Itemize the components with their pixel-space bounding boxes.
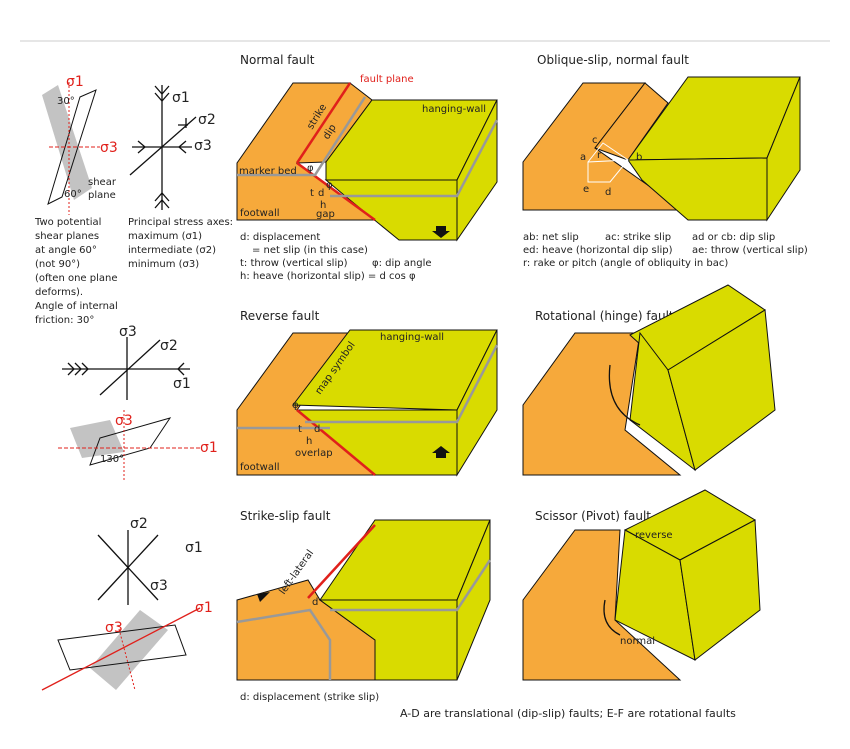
label: Scissor (Pivot) fault (535, 509, 651, 523)
strike-slip-fault-diagram: Strike-slip fault left-lateral d d: disp… (236, 509, 492, 703)
label: shear (88, 177, 117, 188)
label: φ: dip angle (372, 258, 432, 269)
axes-caption: Principal stress axes: maximum (σ1) inte… (128, 217, 233, 270)
label: d (605, 187, 611, 198)
label: a (580, 152, 586, 163)
normal-fault-legend: d: displacement = net slip (in this case… (240, 232, 432, 282)
label: σ3 (194, 138, 212, 154)
label: σ1 (200, 440, 218, 456)
scissor-fault-diagram: Scissor (Pivot) fault reverse normal (522, 489, 761, 681)
oblique-fault-diagram: Oblique-slip, normal fault c a b d e r a… (522, 53, 808, 269)
label: σ3 (119, 324, 137, 340)
label: φ (326, 180, 333, 191)
label: fault plane (360, 74, 414, 85)
direction-arrow-icon (257, 592, 270, 602)
label: φ (292, 400, 299, 411)
shear-plane-diagram: σ1 σ3 30° 60° shear plane Two potential … (34, 74, 118, 326)
label: c (592, 135, 598, 146)
label: marker bed (239, 166, 297, 177)
label: 130° (100, 454, 124, 465)
up-arrow-icon (432, 446, 450, 458)
label: (often one plane (35, 273, 118, 284)
label: Principal stress axes: (128, 217, 233, 228)
label: ae: throw (vertical slip) (692, 245, 808, 256)
label: d (312, 597, 318, 608)
label: gap (316, 209, 335, 220)
reverse-stress-diagram: σ3 σ2 σ1 σ3 σ1 130° (58, 324, 218, 480)
strike-slip-stress-diagram: σ2 σ1 σ3 σ1 σ3 (41, 516, 213, 691)
label: (not 90°) (35, 259, 80, 270)
label: = net slip (in this case) (252, 245, 368, 256)
label: Rotational (hinge) fault (535, 309, 674, 323)
label: σ3 (105, 620, 123, 636)
sigma1-label: σ1 (66, 74, 84, 90)
label: at angle 60° (35, 245, 97, 256)
label: normal (620, 636, 655, 647)
label: σ2 (160, 338, 178, 354)
label: t (298, 424, 302, 435)
label: d (318, 188, 324, 199)
label: ed: heave (horizontal dip slip) (523, 245, 673, 256)
label: σ2 (130, 516, 148, 532)
label: Oblique-slip, normal fault (537, 53, 689, 67)
rotational-fault-diagram: Rotational (hinge) fault (522, 284, 776, 476)
label: σ3 (150, 578, 168, 594)
label: σ1 (185, 540, 203, 556)
angle-30: 30° (57, 96, 75, 107)
principal-axes-diagram: σ1 σ2 σ3 Principal stress axes: maximum … (128, 85, 233, 270)
down-arrow-icon (432, 226, 450, 238)
angle-60: 60° (64, 189, 82, 200)
label: e (583, 184, 589, 195)
normal-fault-diagram: Normal fault fault plane hanging-wall st… (236, 53, 499, 282)
label: deforms). (35, 287, 83, 298)
label: σ1 (195, 600, 213, 616)
label: r (597, 150, 602, 161)
label: footwall (240, 462, 280, 473)
label: hanging-wall (422, 104, 486, 115)
label: t (310, 188, 314, 199)
label: φ (307, 163, 314, 174)
label: h (320, 200, 326, 211)
label: Reverse fault (240, 309, 320, 323)
label: maximum (σ1) (128, 231, 202, 242)
label: h (306, 436, 312, 447)
label: ac: strike slip (605, 232, 671, 243)
label: ad or cb: dip slip (692, 232, 775, 243)
label: σ1 (173, 376, 191, 392)
label: footwall (240, 208, 280, 219)
label: plane (88, 190, 116, 201)
footer-note: A-D are translational (dip-slip) faults;… (400, 707, 736, 720)
label: σ3 (115, 413, 133, 429)
reverse-fault-diagram: Reverse fault hanging-wall map symbol φ … (236, 309, 499, 477)
label: b (636, 152, 642, 163)
label: d: displacement (strike slip) (240, 692, 379, 703)
label: friction: 30° (35, 315, 94, 326)
label: Two potential (34, 217, 101, 228)
label: r: rake or pitch (angle of obliquity in … (523, 258, 728, 269)
label: shear planes (35, 231, 99, 242)
label: Angle of internal (35, 301, 118, 312)
shear-plane-gray (42, 85, 92, 200)
label: σ1 (172, 90, 190, 106)
label: reverse (635, 530, 673, 541)
label: hanging-wall (380, 332, 444, 343)
label: Strike-slip fault (240, 509, 331, 523)
label: σ2 (198, 112, 216, 128)
label: intermediate (σ2) (128, 245, 216, 256)
normal-fault-title: Normal fault (240, 53, 315, 67)
left-caption: Two potential shear planes at angle 60° … (34, 217, 118, 326)
label: t: throw (vertical slip) (240, 258, 348, 269)
label: minimum (σ3) (128, 259, 199, 270)
conjugate-plane (47, 89, 97, 205)
label: d (314, 424, 320, 435)
label: d: displacement (240, 232, 320, 243)
sigma3-label: σ3 (100, 140, 118, 156)
label: h: heave (horizontal slip) = d cos φ (240, 271, 416, 282)
label: ab: net slip (523, 232, 579, 243)
label: overlap (295, 448, 333, 459)
